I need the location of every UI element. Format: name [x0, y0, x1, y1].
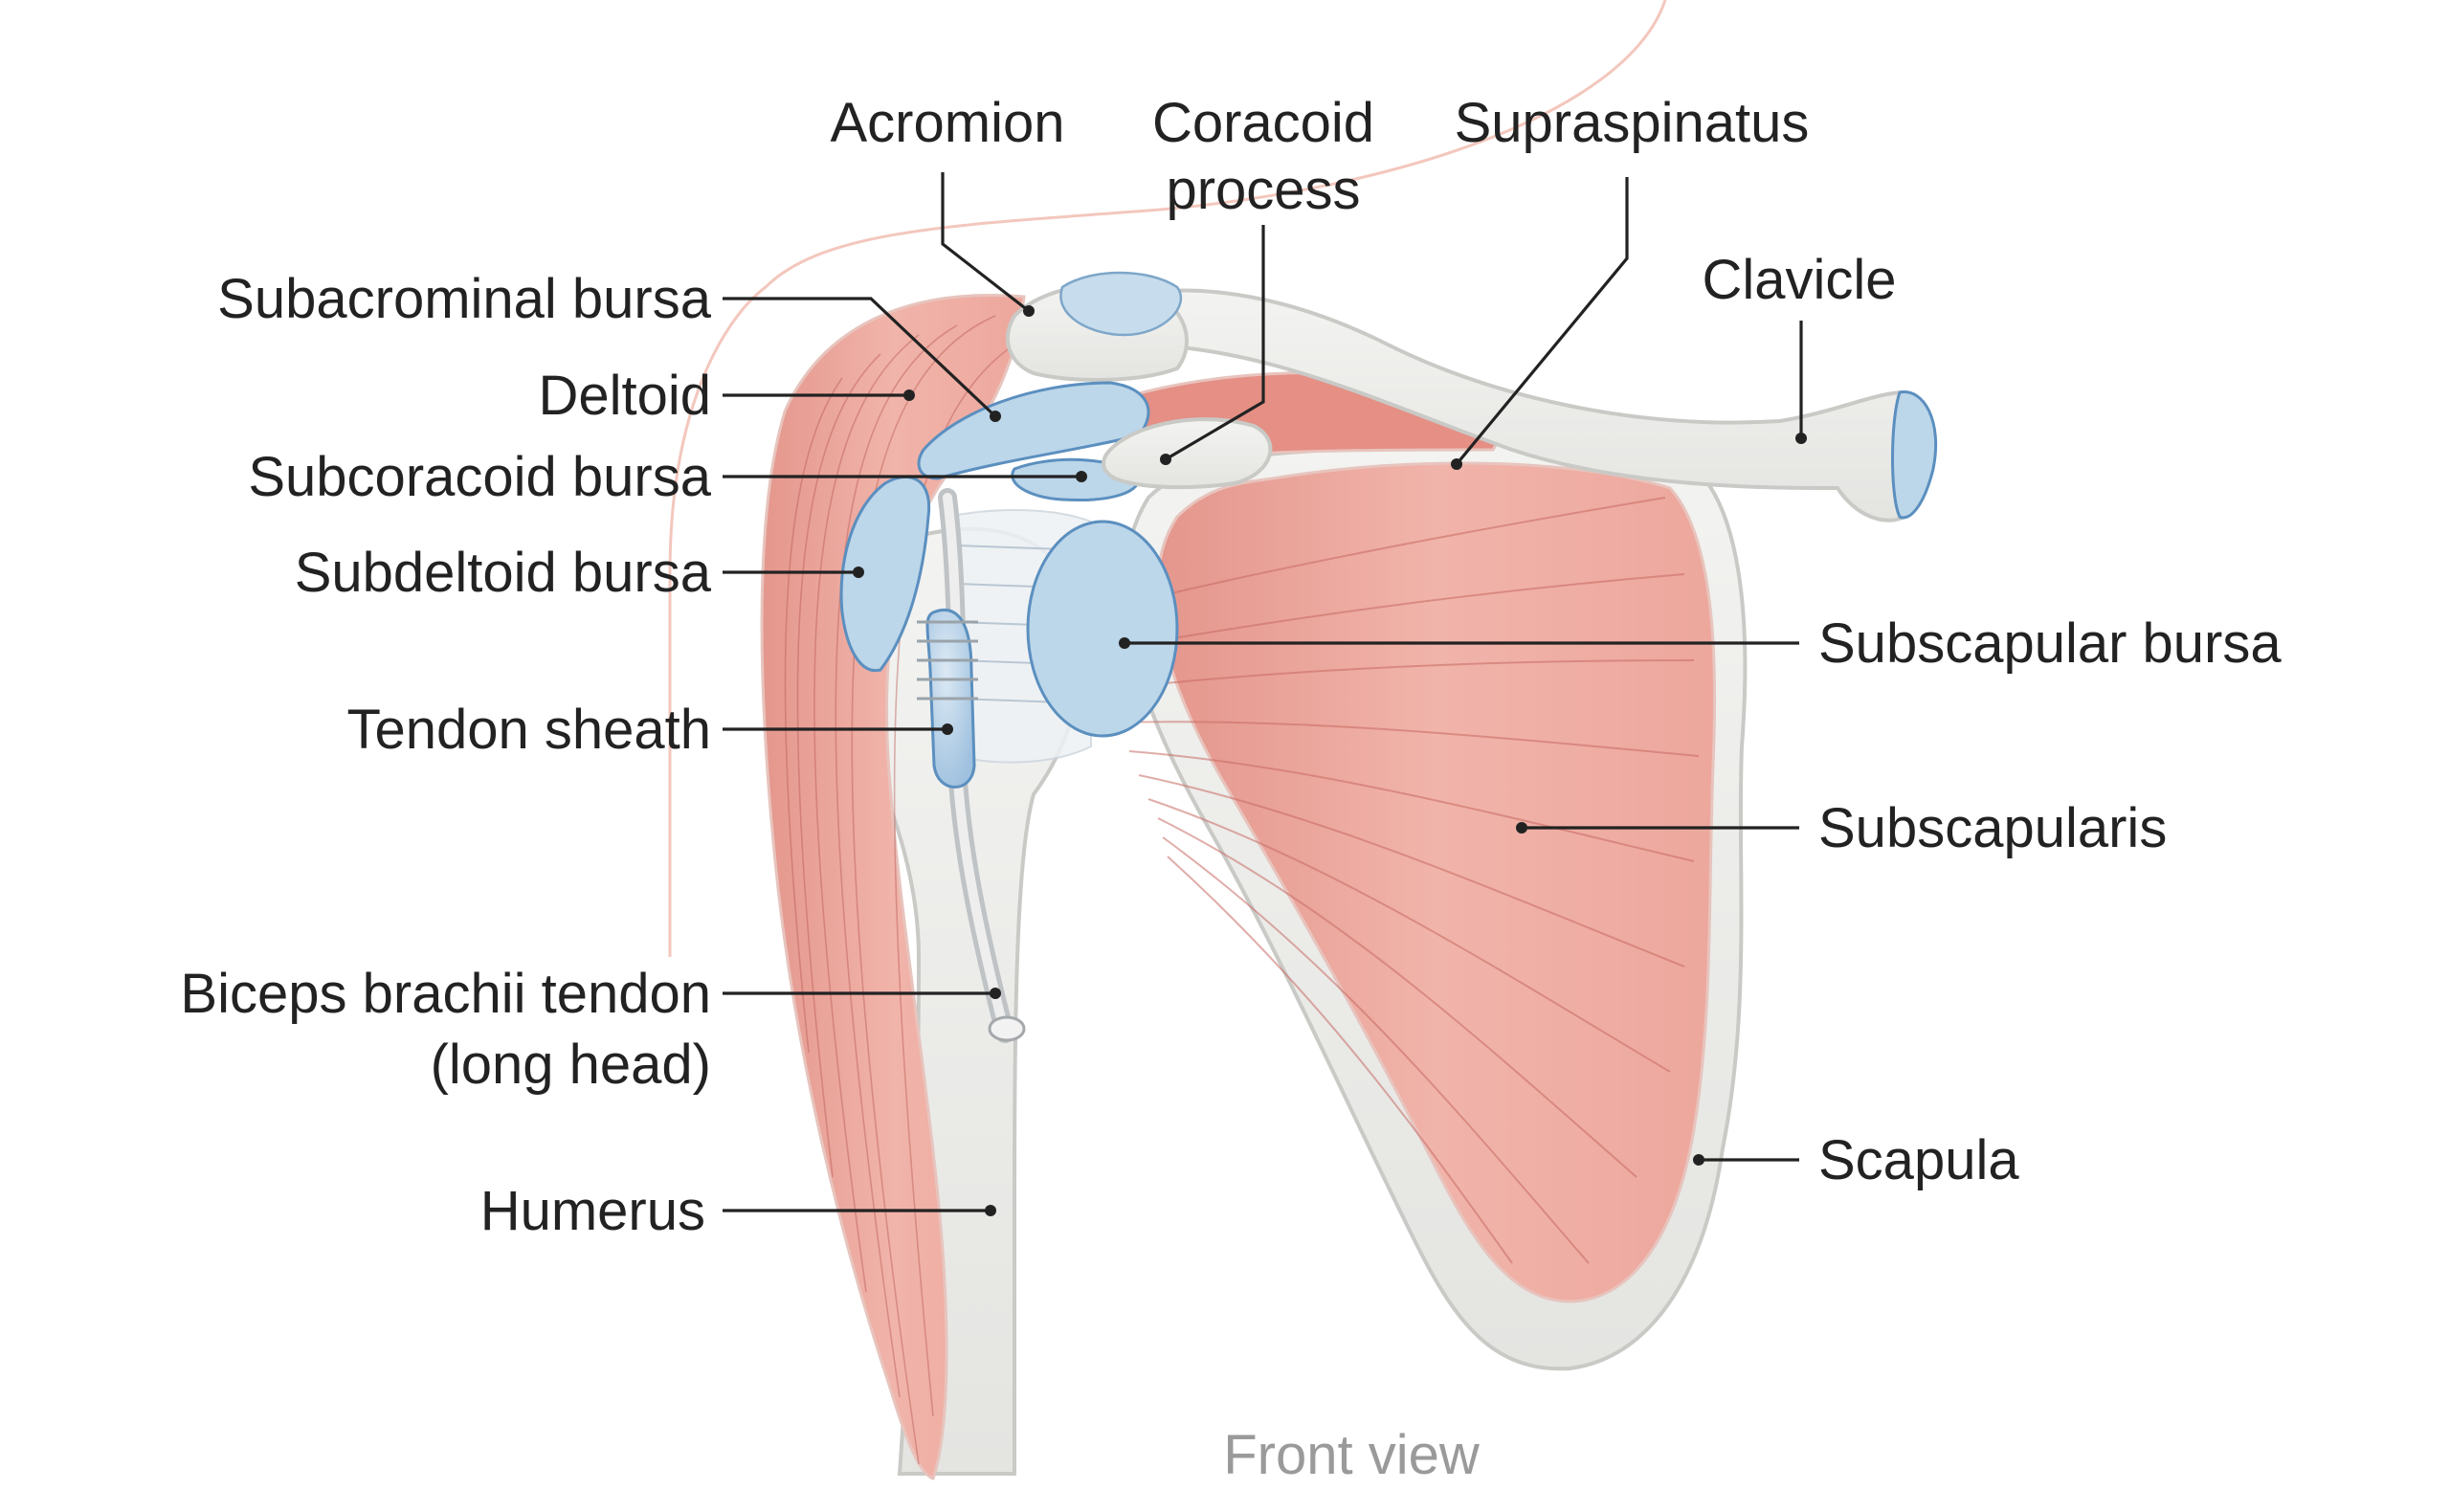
label-humerus: Humerus: [480, 1180, 705, 1242]
label-coracoid-process-line2: process: [1166, 159, 1360, 221]
subscapular-bursa: [1026, 520, 1179, 738]
dot-humerus: [985, 1205, 996, 1216]
dot-tendon-sheath: [942, 723, 953, 735]
caption-front-view: Front view: [1223, 1424, 1481, 1486]
dot-clavicle: [1795, 433, 1807, 444]
leader-acromion: [941, 172, 1030, 313]
dot-supraspinatus: [1451, 458, 1462, 470]
leader-coracoid-process: [1165, 225, 1265, 461]
leader-dots: [853, 305, 1807, 1216]
leader-lines: [723, 172, 1803, 1212]
dot-acromion: [1023, 305, 1035, 317]
subscapularis-fibers: [1090, 497, 1700, 1264]
dot-subscapularis: [1516, 822, 1527, 834]
subdeltoid-bursa: [839, 475, 931, 673]
label-biceps-brachii-tendon-line2: (long head): [431, 1034, 711, 1096]
tendon-sheath-bands: [917, 620, 978, 700]
dot-scapula: [1693, 1154, 1704, 1166]
label-deltoid: Deltoid: [538, 365, 711, 427]
label-acromion: Acromion: [831, 92, 1065, 154]
biceps-tendon-cut-end: [988, 1015, 1026, 1042]
label-coracoid-process-line1: Coracoid: [1152, 92, 1374, 154]
dot-subdeltoid-bursa: [853, 567, 864, 578]
label-biceps-brachii-tendon-line1: Biceps brachii tendon: [180, 963, 711, 1025]
coracoid-process-bone: [1102, 417, 1273, 490]
label-clavicle: Clavicle: [1702, 249, 1896, 311]
labels: Acromion Coracoid process Supraspinatus …: [180, 92, 2282, 1486]
label-scapula: Scapula: [1818, 1129, 2019, 1191]
dot-subscapular-bursa: [1119, 637, 1130, 649]
dot-biceps-brachii-tendon: [990, 988, 1001, 999]
label-subscapularis: Subscapularis: [1818, 797, 2167, 859]
skin-outline: [668, 0, 1667, 957]
dot-coracoid-process: [1160, 454, 1171, 465]
label-subcoracoid-bursa: Subcoracoid bursa: [248, 446, 711, 508]
coracoacromial-ligament: [1059, 271, 1183, 337]
clavicle-end-cartilage: [1891, 390, 1938, 520]
label-supraspinatus: Supraspinatus: [1455, 92, 1810, 154]
dot-deltoid: [903, 389, 915, 401]
label-subdeltoid-bursa: Subdeltoid bursa: [295, 542, 712, 604]
leader-subacrominal-bursa: [723, 297, 997, 418]
label-tendon-sheath: Tendon sheath: [346, 699, 711, 761]
label-subscapular-bursa: Subscapular bursa: [1818, 612, 2282, 675]
dot-subcoracoid-bursa: [1076, 471, 1087, 482]
leader-supraspinatus: [1455, 177, 1629, 466]
label-subacrominal-bursa: Subacrominal bursa: [217, 268, 712, 330]
dot-subacrominal-bursa: [990, 411, 1001, 422]
